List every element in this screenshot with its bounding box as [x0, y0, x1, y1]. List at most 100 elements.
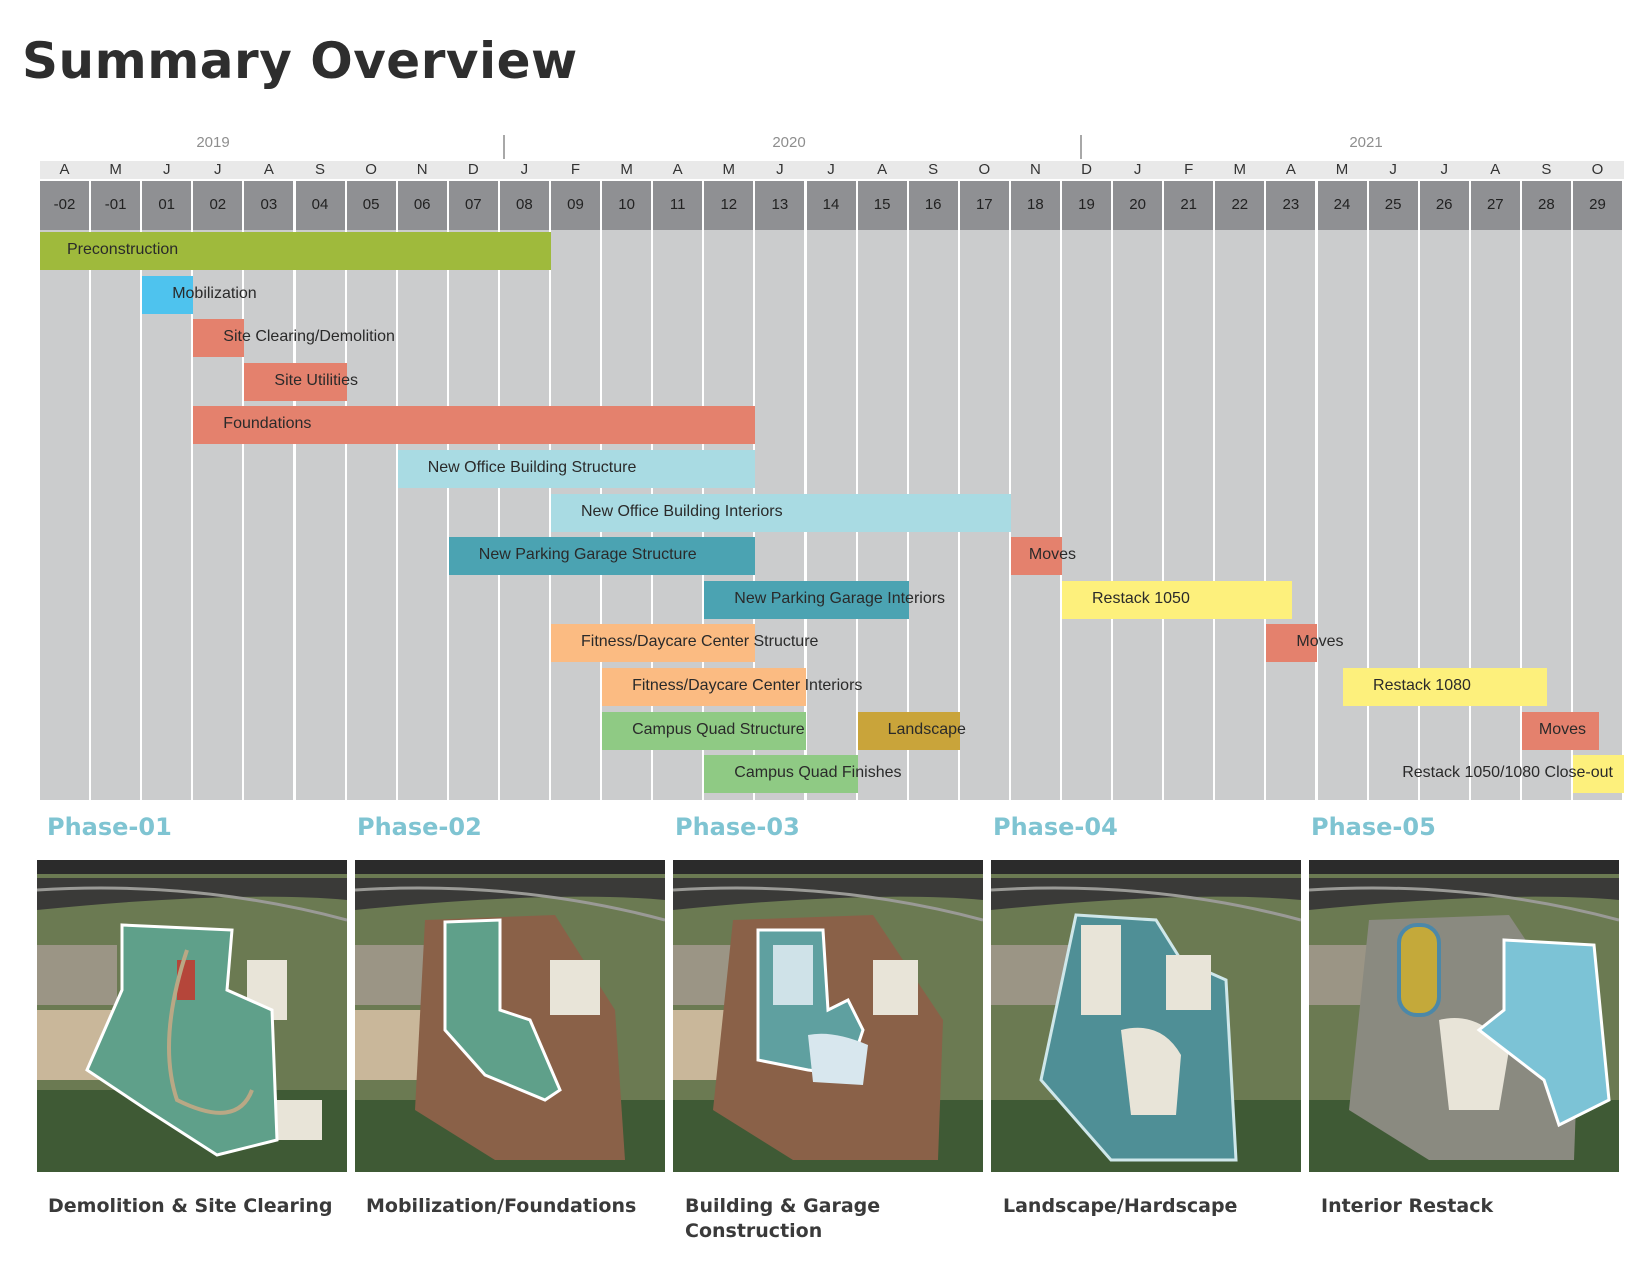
task-bar — [244, 362, 347, 401]
column-number: 08 — [516, 196, 533, 213]
timeline-column — [1368, 181, 1418, 800]
column-number: 25 — [1384, 196, 1402, 213]
column-header — [91, 181, 141, 230]
phase-02-site-image — [355, 860, 665, 1172]
timeline-column — [40, 181, 89, 800]
month-letter: J — [1440, 161, 1448, 178]
column-header — [1521, 181, 1571, 230]
task-bar — [551, 493, 1011, 532]
task-bar — [1266, 624, 1318, 663]
timeline-column — [908, 181, 958, 800]
column-header — [499, 181, 549, 230]
column-number: 11 — [669, 196, 686, 213]
timeline-column — [1266, 181, 1316, 800]
month-letter: D — [467, 161, 479, 178]
month-letter: S — [928, 161, 939, 178]
column-number: 29 — [1589, 196, 1606, 213]
phase-caption: Demolition & Site Clearing — [48, 1195, 333, 1217]
task-bar — [142, 275, 194, 314]
task-label: Moves — [1028, 546, 1077, 564]
phase-title: Phase-05 — [1311, 813, 1436, 841]
task-bar — [602, 668, 807, 706]
column-header — [40, 181, 89, 230]
timeline-column — [397, 181, 447, 800]
task-bar — [193, 319, 245, 358]
column-header — [295, 181, 345, 230]
month-letter: A — [59, 161, 70, 178]
month-letter: J — [214, 161, 222, 178]
column-number: 23 — [1282, 196, 1300, 213]
task-label: Fitness/Daycare Center Interiors — [632, 677, 863, 694]
year-label: 2020 — [772, 134, 806, 151]
month-letter: N — [1029, 161, 1041, 178]
year-divider — [503, 135, 505, 159]
timeline-column — [755, 181, 805, 800]
month-letter: M — [722, 161, 736, 178]
timeline-column — [142, 181, 192, 800]
column-number: 16 — [924, 196, 942, 213]
phase-title: Phase-04 — [993, 813, 1118, 841]
column-header — [1419, 181, 1469, 230]
phase-caption: Interior Restack — [1321, 1195, 1494, 1217]
task-label: Site Utilities — [274, 371, 358, 389]
task-bar — [704, 580, 909, 619]
task-label: Campus Quad Structure — [632, 720, 805, 738]
column-header — [244, 181, 294, 230]
month-letter: J — [827, 161, 835, 178]
column-number: 13 — [771, 196, 789, 213]
task-label: New Office Building Interiors — [581, 502, 783, 520]
phase-05-site-image — [1309, 860, 1619, 1172]
month-letter: M — [1335, 161, 1349, 178]
month-letter: M — [109, 161, 122, 178]
month-letter: A — [672, 161, 683, 178]
column-number: 24 — [1333, 196, 1351, 213]
timeline-column — [602, 181, 652, 800]
task-label: Landscape — [887, 720, 966, 738]
timeline-column — [448, 181, 498, 800]
column-number: 19 — [1078, 196, 1095, 213]
month-letter: J — [162, 161, 171, 178]
timeline-column — [1317, 181, 1367, 800]
month-letter: F — [570, 161, 581, 178]
month-letter: J — [520, 161, 529, 178]
timeline-column — [959, 181, 1009, 800]
timeline-column — [1573, 181, 1622, 800]
column-number: -01 — [104, 196, 127, 213]
column-header — [857, 181, 907, 230]
column-header — [806, 181, 856, 230]
column-header — [1266, 181, 1316, 230]
task-bar — [551, 624, 756, 663]
month-letter: S — [1541, 161, 1552, 178]
task-label: Site Clearing/Demolition — [223, 328, 395, 346]
column-number: 04 — [311, 196, 329, 213]
column-number: 22 — [1231, 196, 1249, 213]
month-letter: A — [877, 161, 888, 178]
column-header — [1062, 181, 1111, 230]
column-header — [448, 181, 498, 230]
task-bar — [602, 711, 807, 750]
column-header — [1010, 181, 1060, 230]
page-title: Summary Overview — [22, 32, 578, 90]
column-header — [908, 181, 958, 230]
timeline-column — [1113, 181, 1163, 800]
year-divider — [1080, 135, 1082, 159]
column-number: -02 — [53, 196, 76, 213]
column-header — [1573, 181, 1622, 230]
month-letter: A — [263, 161, 274, 178]
column-header — [1317, 181, 1367, 230]
column-header — [1113, 181, 1163, 230]
column-header — [704, 181, 754, 230]
timeline-column — [1164, 181, 1214, 800]
column-header — [755, 181, 805, 230]
column-number: 20 — [1129, 196, 1146, 213]
column-number: 15 — [873, 196, 891, 213]
column-header — [602, 181, 652, 230]
column-header — [142, 181, 192, 230]
task-bar — [193, 406, 756, 445]
month-letter: A — [1285, 161, 1296, 178]
column-header — [1164, 181, 1214, 230]
column-header — [653, 181, 703, 230]
task-bar — [704, 755, 858, 794]
task-label: Fitness/Daycare Center Structure — [581, 633, 819, 651]
task-label: Restack 1050 — [1092, 589, 1190, 607]
